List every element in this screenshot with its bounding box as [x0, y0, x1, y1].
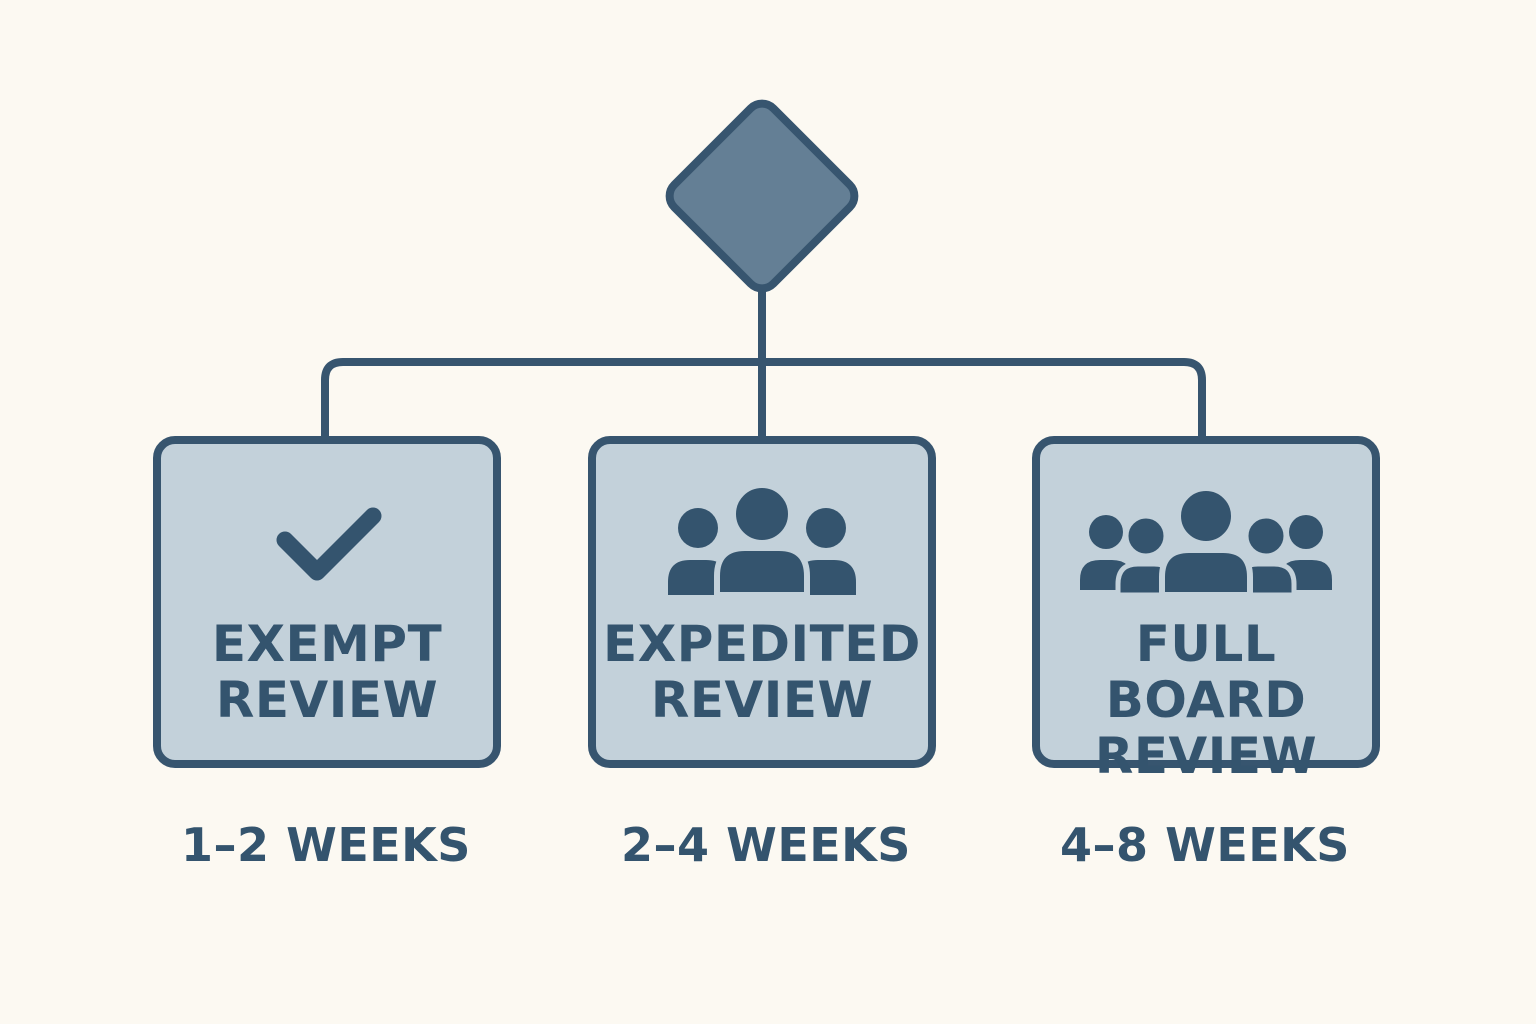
- group-of-five-icon: [1040, 484, 1372, 604]
- full-board-review-label: FULL BOARD REVIEW: [1040, 616, 1372, 784]
- exempt-review-label-line1: EXEMPT: [211, 615, 443, 673]
- full-board-review-label-line1: FULL BOARD: [1105, 615, 1307, 729]
- expedited-review-duration: 2–4 WEEKS: [621, 818, 911, 872]
- exempt-review-box: EXEMPT REVIEW: [153, 436, 501, 768]
- group-of-three-icon: [596, 484, 928, 604]
- decision-diamond: [665, 99, 859, 293]
- expedited-review-label: EXPEDITED REVIEW: [596, 616, 928, 728]
- expedited-review-label-line2: REVIEW: [650, 671, 874, 729]
- full-board-review-box: FULL BOARD REVIEW: [1032, 436, 1380, 784]
- exempt-review-label: EXEMPT REVIEW: [161, 616, 493, 728]
- full-board-review-duration: 4–8 WEEKS: [1060, 818, 1350, 872]
- connector-path: [321, 286, 1206, 440]
- checkmark-icon: [161, 484, 493, 604]
- exempt-review-duration: 1–2 WEEKS: [181, 818, 471, 872]
- full-board-review-label-line2: REVIEW: [1094, 727, 1318, 785]
- exempt-review-label-line2: REVIEW: [215, 671, 439, 729]
- expedited-review-box: EXPEDITED REVIEW: [588, 436, 936, 768]
- expedited-review-label-line1: EXPEDITED: [603, 615, 921, 673]
